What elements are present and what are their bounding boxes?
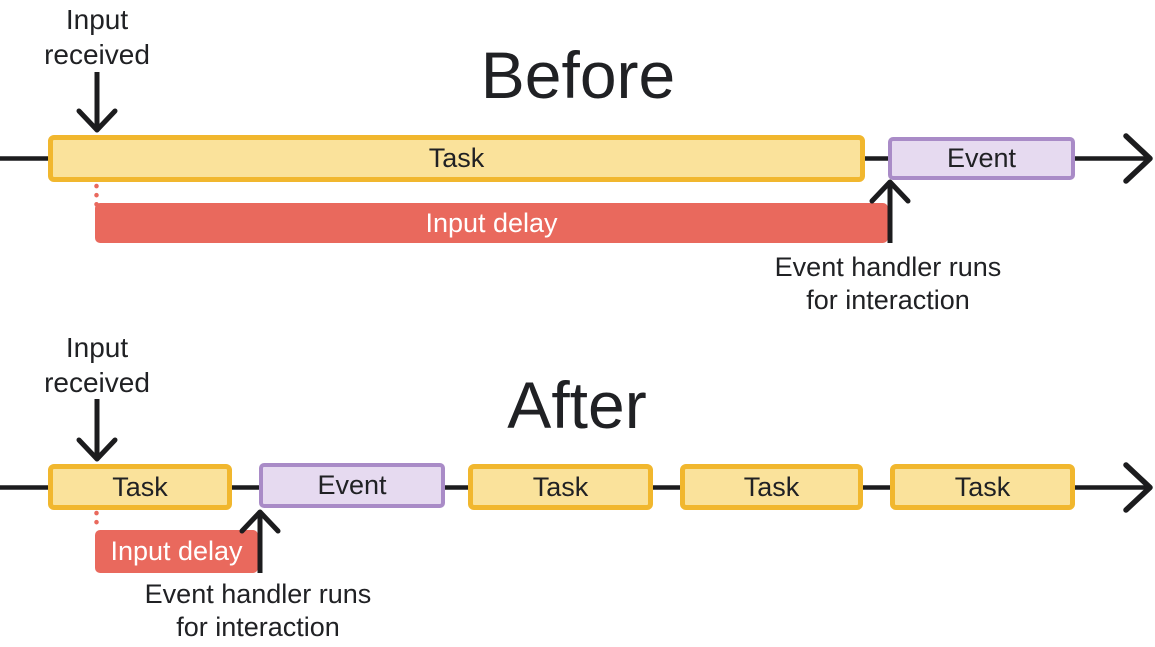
after-task-bar-2: Task: [468, 464, 653, 510]
after-task-label-4: Task: [954, 471, 1011, 502]
after-title: After: [507, 368, 647, 442]
before-input-delay-bar: Input delay: [95, 203, 888, 243]
after-task-label-1: Task: [112, 471, 168, 502]
after-input-delay-bar: Input delay: [95, 530, 258, 573]
after-down-arrow-icon: [76, 399, 118, 462]
before-down-arrow-icon: [76, 72, 118, 133]
after-event-label: Event: [317, 470, 387, 500]
after-event-handler-note: Event handler runs for interaction: [144, 579, 372, 642]
after-event-bar: Event: [259, 463, 445, 508]
before-input-received-label: Input received: [44, 4, 150, 70]
before-event-bar: Event: [888, 137, 1075, 180]
after-task-bar-4: Task: [890, 464, 1075, 510]
after-task-label-2: Task: [532, 471, 589, 502]
before-timeline-arrow-icon: [1123, 133, 1153, 184]
after-timeline-arrow-icon: [1123, 462, 1153, 513]
before-task-label: Task: [428, 143, 485, 173]
before-task-bar: Task: [48, 135, 865, 182]
after-task-bar-3: Task: [680, 464, 863, 510]
after-task-label-3: Task: [743, 471, 800, 502]
before-title: Before: [480, 38, 676, 112]
before-event-label: Event: [946, 143, 1017, 173]
after-task-bar-1: Task: [48, 464, 232, 510]
before-event-handler-note: Event handler runs for interaction: [774, 252, 1002, 315]
before-input-delay-label: Input delay: [425, 207, 558, 238]
after-input-received-label: Input received: [44, 332, 150, 398]
after-input-delay-label: Input delay: [110, 536, 243, 566]
